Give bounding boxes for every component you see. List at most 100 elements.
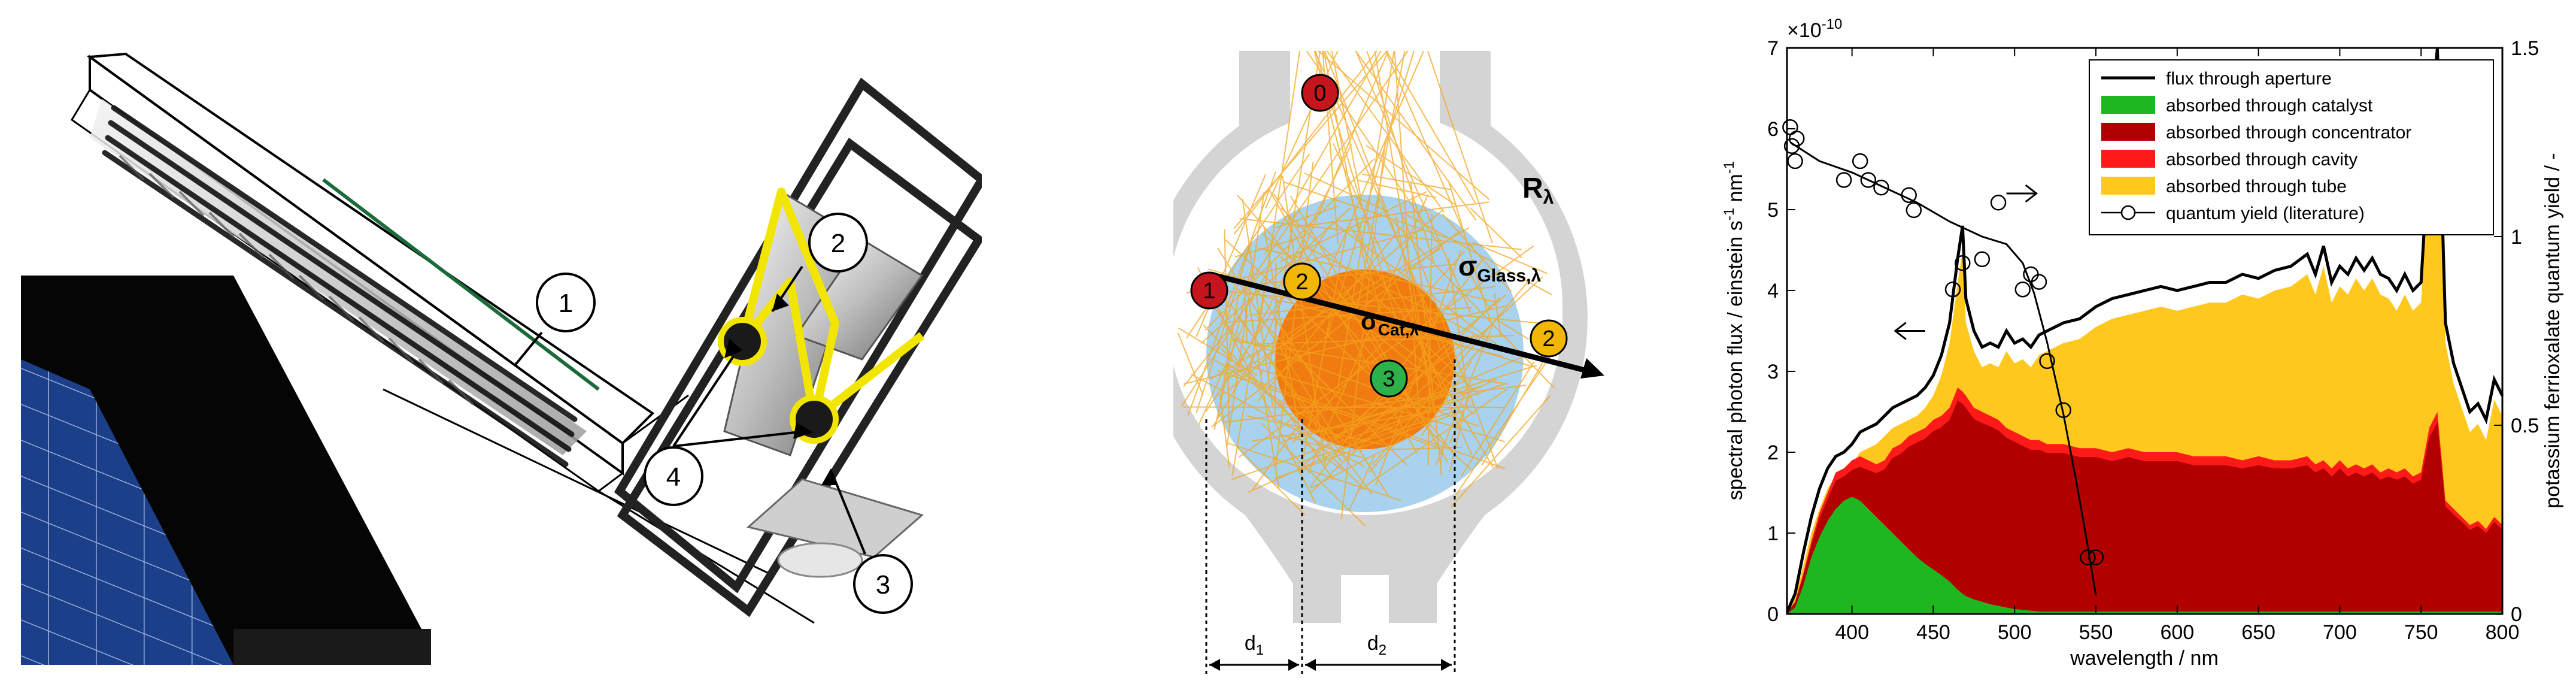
callout-1: 1	[536, 273, 596, 332]
callout-3: 3	[853, 554, 913, 614]
ray-path	[1399, 208, 1499, 469]
legend-item: flux through aperture	[2101, 69, 2332, 89]
dimension-d1: d1	[1245, 632, 1264, 658]
ray-path	[1439, 441, 1445, 468]
quantum-yield-point	[1944, 281, 1961, 298]
legend-label: flux through aperture	[2166, 69, 2332, 89]
ray-path	[1282, 181, 1474, 247]
ray-path	[1326, 50, 1445, 213]
ray-path	[1349, 454, 1376, 510]
legend-swatch	[2101, 150, 2155, 168]
ray-path	[1314, 50, 1457, 374]
event-marker-label: 0	[1313, 81, 1326, 106]
y-tick-right-label: 1	[2511, 226, 2522, 249]
ray-path	[1309, 276, 1543, 494]
dimension-d2: d2	[1367, 632, 1386, 658]
y-tick-left-label: 4	[1767, 280, 1779, 302]
quantum-yield-point	[1852, 153, 1868, 170]
ray-path	[1282, 385, 1483, 442]
absorbed-flux-areas	[1787, 64, 2502, 614]
quantum-yield-point	[1901, 187, 1917, 203]
callout-2: 2	[808, 213, 868, 273]
callout-1-label: 1	[559, 289, 573, 318]
quantum-yield-point	[2055, 402, 2071, 419]
ray-path	[1493, 317, 1529, 340]
y-tick-left-label: 1	[1767, 522, 1779, 545]
event-marker-label: 2	[1542, 326, 1555, 352]
ray-path	[1449, 385, 1471, 473]
ray-path	[1310, 365, 1537, 435]
ray-path	[1461, 258, 1491, 310]
ray-path	[1252, 404, 1474, 442]
ray-path	[1472, 242, 1548, 274]
ray-path	[1224, 247, 1442, 382]
ray-path	[1358, 388, 1509, 492]
ray-path	[1226, 192, 1265, 448]
ray-path	[1442, 213, 1512, 292]
legend-marker	[2120, 205, 2136, 220]
ray-path	[1470, 207, 1522, 259]
flux-line	[1785, 47, 2504, 613]
ray-path	[1247, 377, 1506, 470]
dimension-lines	[1205, 359, 1456, 674]
legend-item: quantum yield (literature)	[2101, 204, 2365, 223]
receiver-tube-module	[70, 52, 655, 492]
x-tick-label: 400	[1835, 621, 1869, 644]
legend-label: absorbed through catalyst	[2166, 96, 2373, 116]
area-concentrator	[1787, 400, 2502, 614]
ray-path	[1238, 245, 1534, 458]
legend-swatch	[2101, 96, 2155, 114]
ray-path	[1224, 229, 1230, 432]
ray-path	[1198, 314, 1249, 425]
catalyst-absorption-label: σCat,λ	[1361, 307, 1419, 339]
callout-2-label: 2	[831, 229, 845, 258]
concentrator-detail-frame	[614, 77, 982, 618]
ray-path	[1455, 338, 1563, 495]
y-tick-right-label: 1.5	[2511, 37, 2539, 60]
y-axis-right-label: potassium ferrioxalate quantum yield / -	[2541, 153, 2564, 508]
legend-label: absorbed through tube	[2166, 177, 2347, 196]
y-tick-right-label: 0	[2511, 603, 2522, 626]
cavity-wall	[1173, 51, 1588, 623]
ray-path	[1258, 50, 1301, 332]
event-marker-1: 1	[1190, 271, 1228, 310]
quantum-yield-point	[1835, 172, 1852, 188]
event-marker-circle	[1283, 262, 1321, 301]
callout-4: 4	[644, 446, 703, 506]
ray-path	[1362, 173, 1452, 190]
quantum-yield-point	[2023, 266, 2039, 283]
ray-path	[1236, 446, 1306, 516]
quantum-yield-point	[1860, 172, 1877, 188]
event-marker-4: 3	[1370, 359, 1408, 398]
ray-path	[1281, 207, 1480, 396]
ray-path	[1304, 173, 1389, 213]
solar-concentrator-render: 1 2 3 4	[21, 52, 982, 665]
ray-path	[1263, 227, 1300, 432]
y-tick-left-label: 7	[1767, 37, 1779, 60]
ray-path	[1310, 437, 1409, 489]
y-tick-left-label: 2	[1767, 441, 1779, 464]
ray-path	[1368, 345, 1484, 473]
ray-path	[1366, 145, 1458, 207]
ray-path	[1233, 50, 1388, 229]
axis-arrow-head	[1894, 322, 1907, 340]
ray-path	[1255, 367, 1506, 443]
ray-path	[1296, 201, 1490, 228]
y-tick-left-label: 6	[1767, 118, 1779, 141]
ray-path	[1275, 162, 1314, 467]
ray-path	[1246, 415, 1384, 446]
legend-label: quantum yield (literature)	[2166, 204, 2365, 223]
legend-item: absorbed through concentrator	[2101, 123, 2411, 143]
x-tick-label: 600	[2160, 621, 2194, 644]
x-tick-label: 500	[1998, 621, 2032, 644]
incident-ray-arrow	[1214, 273, 1591, 374]
quantum-yield-point	[2087, 549, 2104, 565]
legend-item: absorbed through catalyst	[2101, 96, 2373, 116]
callout-4-label: 4	[666, 462, 681, 492]
legend-box	[2089, 59, 2494, 235]
quantum-yield-point	[2014, 281, 2031, 298]
ray-path	[1239, 218, 1522, 250]
solar-concentrator-render-panel: 1 2 3 4	[0, 0, 982, 693]
ray-path	[1385, 50, 1464, 232]
